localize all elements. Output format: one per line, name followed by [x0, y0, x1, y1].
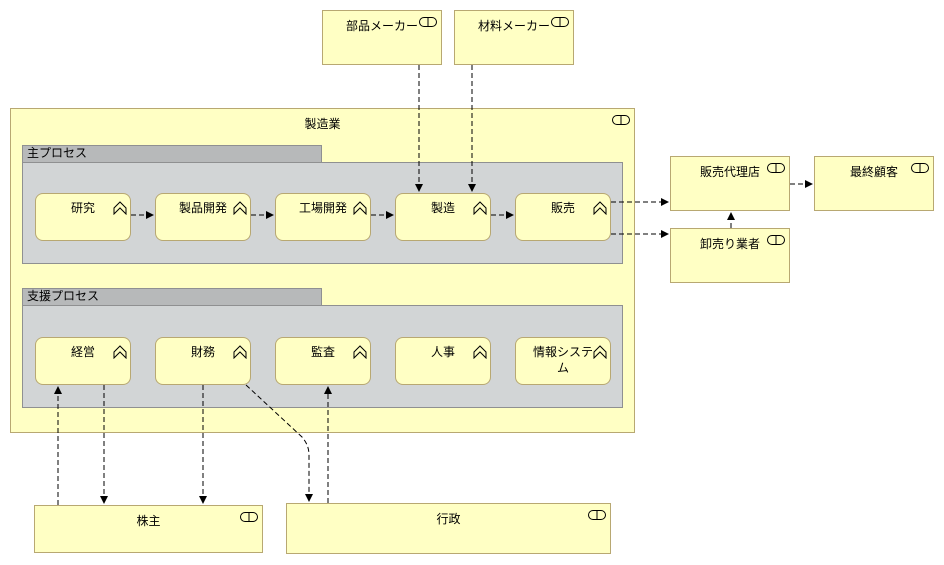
process-label: 財務 [190, 345, 215, 359]
parts-maker-node[interactable]: 部品メーカー [322, 10, 442, 65]
process-product-development[interactable]: 製品開発 [155, 193, 251, 241]
chevron-up-icon [113, 201, 127, 215]
material-maker-label: 材料メーカー [477, 19, 550, 33]
service-icon [767, 163, 785, 173]
process-manufacturing[interactable]: 製造 [395, 193, 491, 241]
process-label: 工場開発 [298, 201, 347, 215]
service-icon [767, 235, 785, 245]
process-label: 販売 [550, 201, 575, 215]
chevron-up-icon [113, 345, 127, 359]
process-label: 研究 [70, 201, 95, 215]
shareholders-label: 株主 [136, 514, 161, 528]
process-label: 人事 [430, 345, 455, 359]
chevron-up-icon [473, 201, 487, 215]
process-information-systems[interactable]: 情報システム [515, 337, 611, 385]
end-customer-label: 最終顧客 [849, 165, 898, 179]
process-label: 製造 [430, 201, 455, 215]
process-label: 経営 [70, 345, 95, 359]
wholesaler-node[interactable]: 卸売り業者 [670, 228, 790, 283]
chevron-up-icon [473, 345, 487, 359]
process-label: 製品開発 [178, 201, 227, 215]
chevron-up-icon [353, 201, 367, 215]
service-icon [240, 512, 258, 522]
process-sales[interactable]: 販売 [515, 193, 611, 241]
chevron-up-icon [233, 201, 247, 215]
chevron-up-icon [593, 345, 607, 359]
service-icon [911, 163, 929, 173]
government-node[interactable]: 行政 [286, 503, 611, 554]
process-management[interactable]: 経営 [35, 337, 131, 385]
process-label: 監査 [310, 345, 335, 359]
process-research[interactable]: 研究 [35, 193, 131, 241]
service-icon [419, 17, 437, 27]
service-icon [551, 17, 569, 27]
dealer-node[interactable]: 販売代理店 [670, 156, 790, 211]
chevron-up-icon [353, 345, 367, 359]
process-hr[interactable]: 人事 [395, 337, 491, 385]
process-audit[interactable]: 監査 [275, 337, 371, 385]
process-label: 情報システム [532, 345, 593, 375]
service-icon [588, 510, 606, 520]
government-label: 行政 [436, 512, 461, 526]
manufacturing-title: 製造業 [304, 117, 341, 131]
chevron-up-icon [233, 345, 247, 359]
process-finance[interactable]: 財務 [155, 337, 251, 385]
process-factory-development[interactable]: 工場開発 [275, 193, 371, 241]
chevron-up-icon [593, 201, 607, 215]
material-maker-node[interactable]: 材料メーカー [454, 10, 574, 65]
dealer-label: 販売代理店 [699, 165, 760, 179]
parts-maker-label: 部品メーカー [345, 19, 418, 33]
end-customer-node[interactable]: 最終顧客 [814, 156, 934, 211]
flow-finance-to-government [245, 384, 313, 502]
shareholders-node[interactable]: 株主 [34, 505, 263, 553]
wholesaler-label: 卸売り業者 [699, 237, 760, 251]
service-icon [612, 115, 630, 125]
